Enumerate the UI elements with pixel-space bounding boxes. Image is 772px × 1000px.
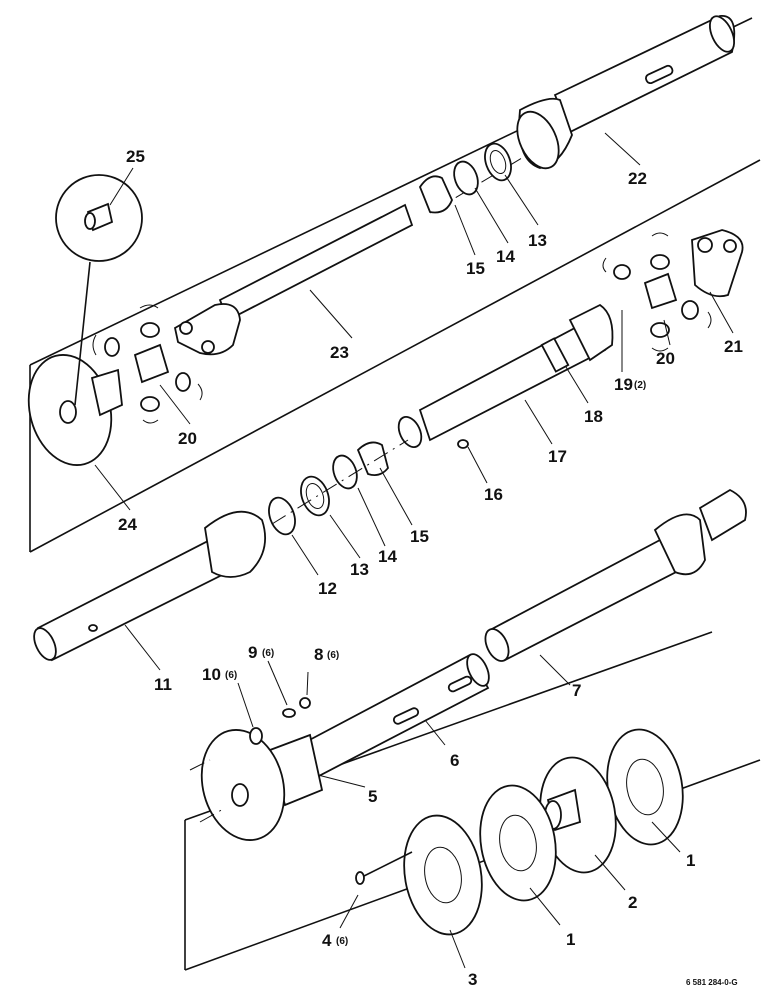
callout-19-qty: (2) bbox=[634, 380, 646, 391]
callout-11: 11 bbox=[154, 675, 172, 694]
callout-1: 1 bbox=[566, 930, 575, 949]
hub-disc-2 bbox=[539, 756, 617, 874]
outer-tube-22 bbox=[429, 15, 736, 214]
drawing-code: 6 581 284-0-G bbox=[686, 978, 738, 987]
inner-tube-17-18 bbox=[397, 303, 614, 449]
callout-17: 17 bbox=[548, 447, 567, 466]
callout-13: 13 bbox=[350, 560, 369, 579]
leader-lines bbox=[94, 132, 734, 969]
callout-2: 2 bbox=[628, 893, 637, 912]
callout-16: 16 bbox=[484, 485, 503, 504]
callout-15: 15 bbox=[410, 527, 429, 546]
cross-kit-20-left bbox=[92, 304, 203, 424]
callout-10-qty: (6) bbox=[225, 670, 237, 681]
callout-23: 23 bbox=[330, 343, 349, 362]
callout-13: 13 bbox=[528, 231, 547, 250]
callout-24: 24 bbox=[118, 515, 137, 534]
callout-14: 14 bbox=[496, 247, 515, 266]
callout-4: 4 bbox=[322, 931, 332, 950]
callout-7: 7 bbox=[572, 681, 581, 700]
callout-8-qty: (6) bbox=[327, 650, 339, 661]
callout-12: 12 bbox=[318, 579, 337, 598]
callout-9: 9 bbox=[248, 643, 257, 662]
callout-20: 20 bbox=[656, 349, 675, 368]
flange-yoke-24 bbox=[27, 354, 123, 466]
callout-20: 20 bbox=[178, 429, 197, 448]
callout-8: 8 bbox=[314, 645, 323, 664]
callout-9-qty: (6) bbox=[262, 648, 274, 659]
callout-3: 3 bbox=[468, 970, 477, 989]
callout-6: 6 bbox=[450, 751, 459, 770]
cross-kit-20-right bbox=[602, 232, 712, 352]
tube-5-6 bbox=[268, 653, 490, 807]
callout-15: 15 bbox=[466, 259, 485, 278]
outer-tube-11 bbox=[33, 510, 266, 662]
flange-5 bbox=[189, 729, 286, 841]
callout-labels: 1 1 2 3 4 (6) 5 6 7 8 (6) 9 (6) 10 (6) 1… bbox=[118, 147, 743, 989]
friction-disc-1-left bbox=[479, 784, 557, 902]
callout-22: 22 bbox=[628, 169, 647, 188]
upper-rings bbox=[418, 142, 512, 214]
callout-18: 18 bbox=[584, 407, 603, 426]
callout-19: 19 bbox=[614, 375, 633, 394]
callout-1: 1 bbox=[686, 851, 695, 870]
callout-25: 25 bbox=[126, 147, 145, 166]
fasteners-8-9-10 bbox=[249, 697, 311, 745]
callout-4-qty: (6) bbox=[336, 936, 348, 947]
callout-14: 14 bbox=[378, 547, 397, 566]
bolt-4 bbox=[355, 851, 413, 885]
tube-7 bbox=[484, 488, 747, 662]
yoke-21 bbox=[691, 229, 744, 298]
callout-10: 10 bbox=[202, 665, 221, 684]
flange-plate-3 bbox=[403, 814, 483, 936]
inner-shaft-23 bbox=[173, 203, 414, 356]
callout-21: 21 bbox=[724, 337, 743, 356]
lower-rings bbox=[268, 439, 409, 536]
callout-5: 5 bbox=[368, 787, 377, 806]
detail-25 bbox=[55, 174, 143, 406]
